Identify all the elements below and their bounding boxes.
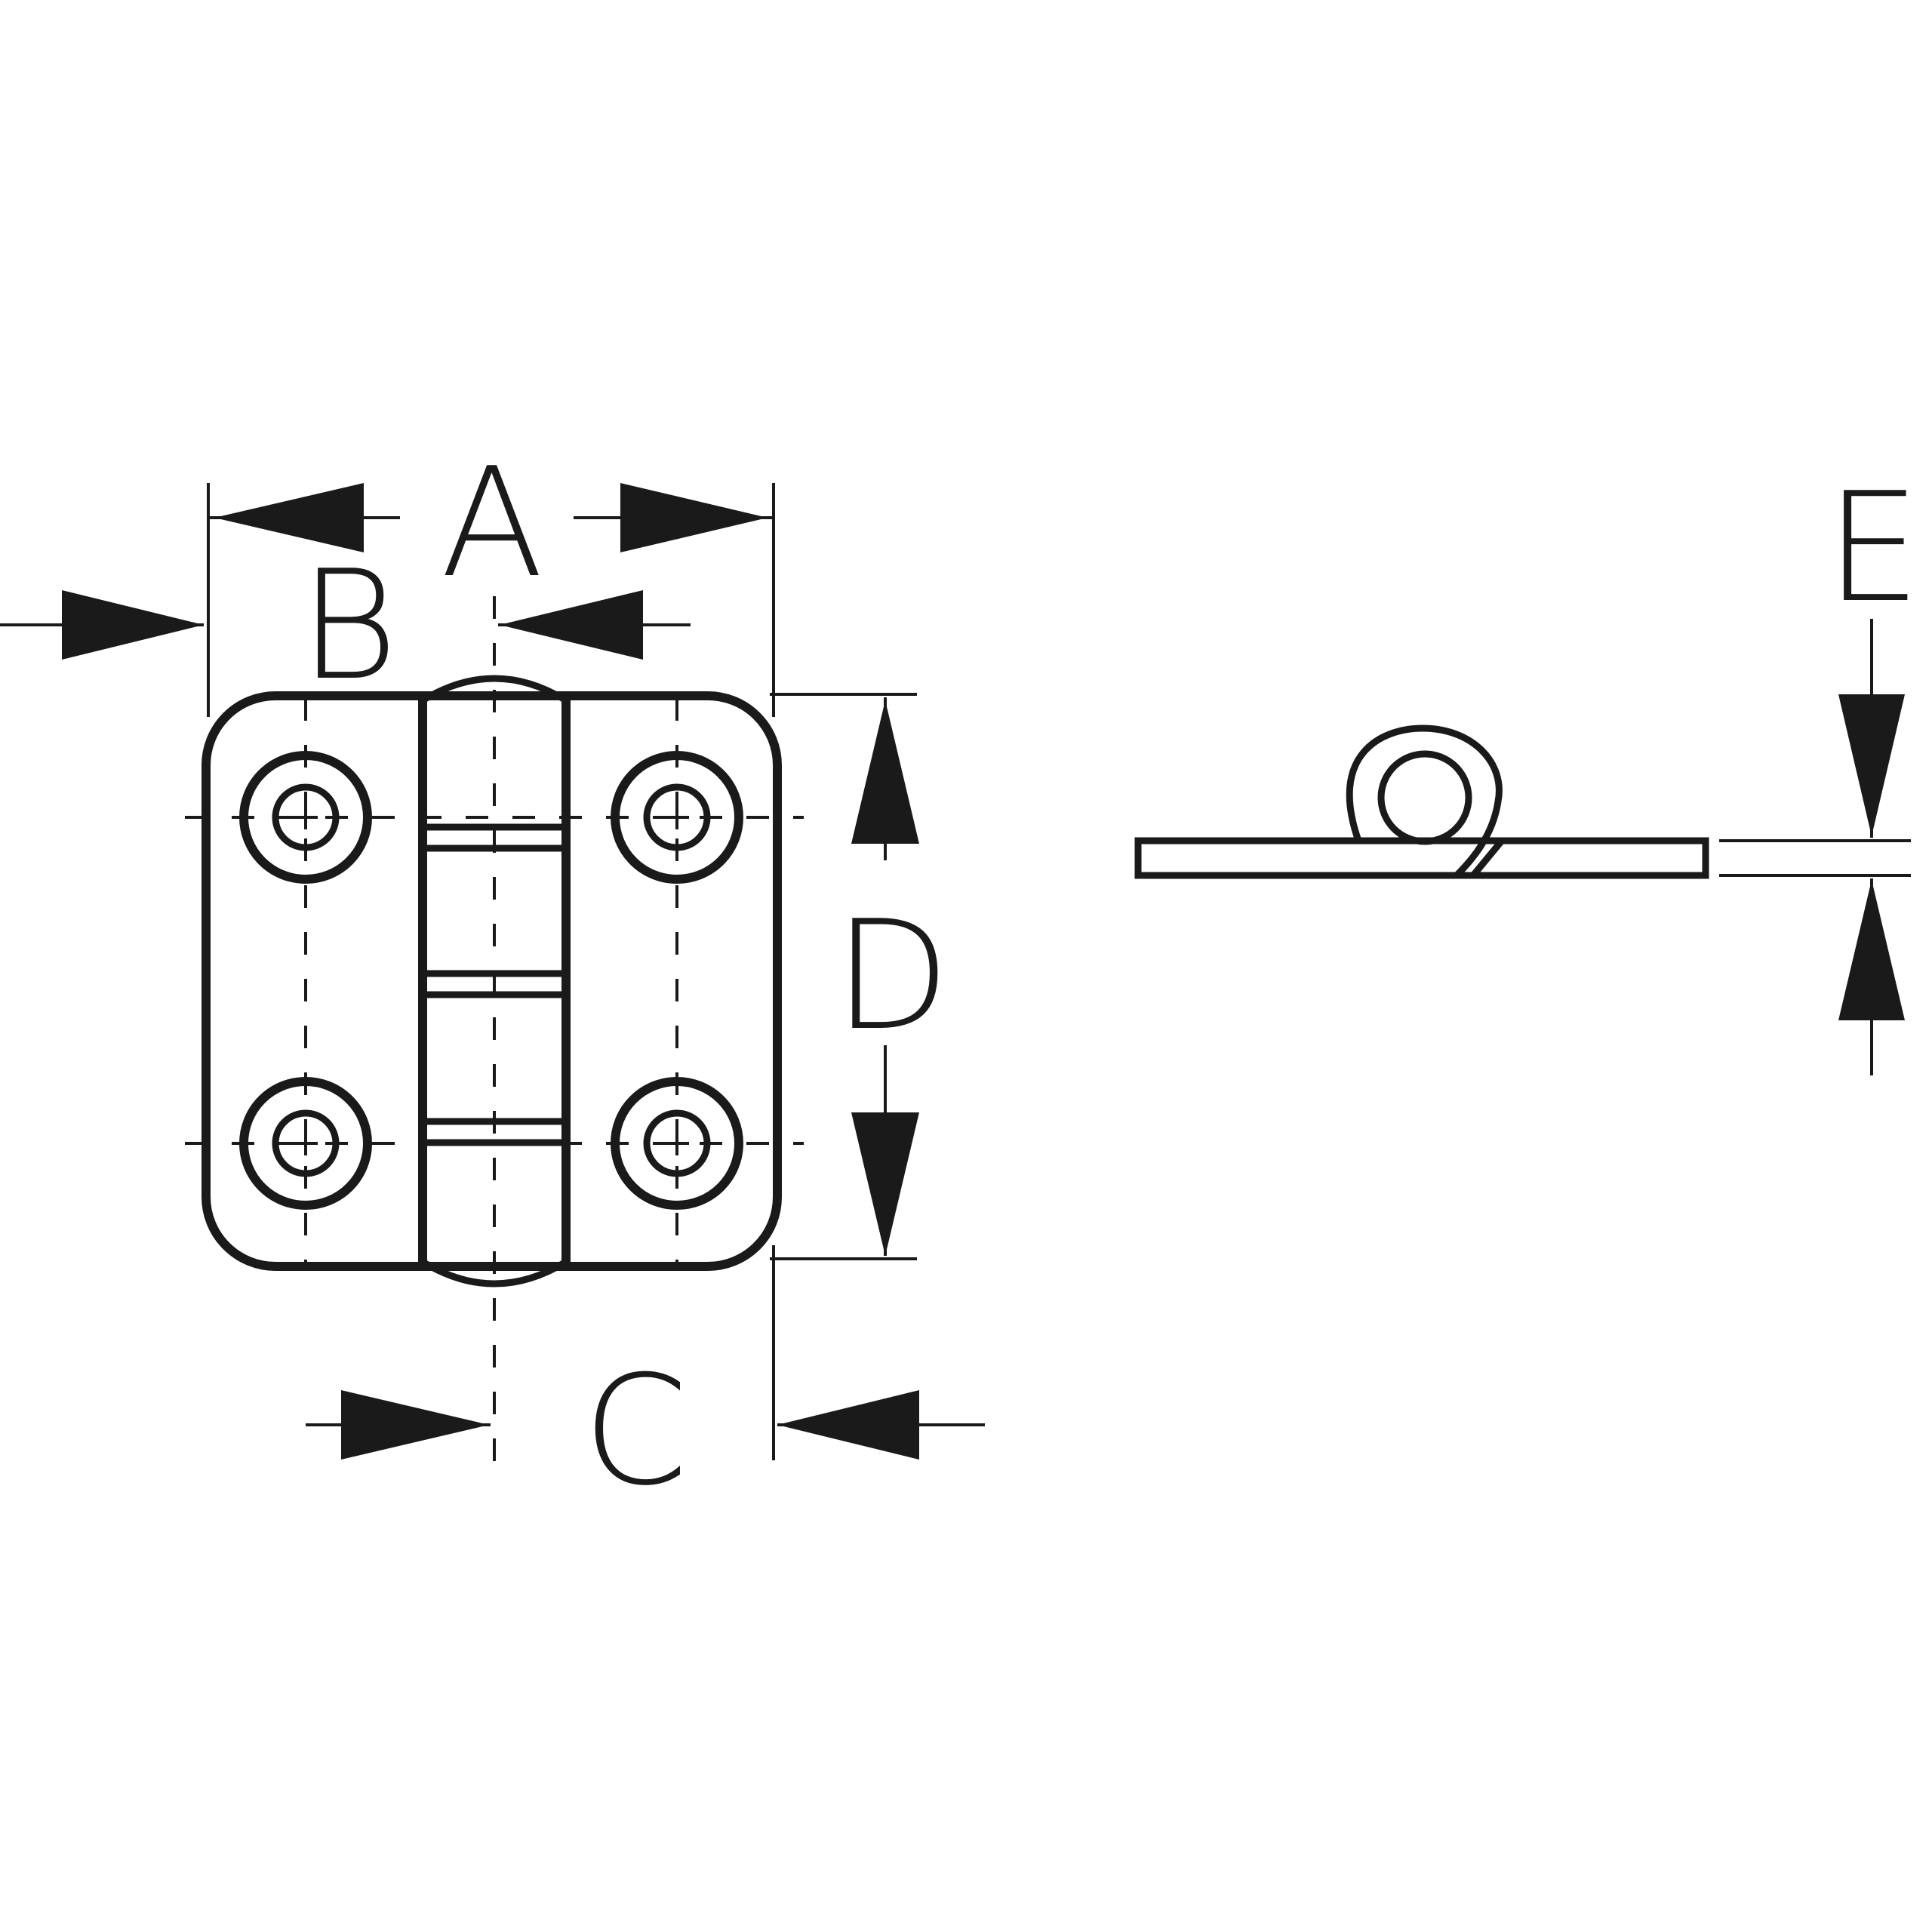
dimension-a: A <box>208 435 774 611</box>
arrow-left-icon <box>500 590 643 660</box>
hinge-side-view <box>1134 724 1709 879</box>
dimension-label-a: A <box>441 435 544 611</box>
arrow-right-icon <box>620 483 768 552</box>
arrow-left-icon <box>214 483 364 552</box>
phillips-screw-icon <box>294 1131 318 1155</box>
extension-lines <box>207 483 917 1460</box>
hinge-front-view <box>185 596 804 1472</box>
dimension-e: E <box>1719 460 1921 1075</box>
arrow-down-icon <box>1838 694 1905 836</box>
center-lines <box>185 596 804 1472</box>
arrow-up-icon <box>1838 880 1905 1020</box>
arrow-down-icon <box>851 1112 919 1256</box>
screw-hole-top-left <box>239 751 372 884</box>
side-view-knuckle-pin <box>1377 750 1472 845</box>
arrow-left-icon <box>777 1390 919 1460</box>
screw-hole-bottom-left <box>239 1077 372 1210</box>
dimension-label-d: D <box>834 888 950 1064</box>
dimension-d: D <box>834 697 950 1256</box>
phillips-screw-icon <box>294 805 318 829</box>
side-view-leaf <box>1134 837 1709 879</box>
dimension-label-b: B <box>300 538 398 714</box>
arrow-up-icon <box>851 700 919 844</box>
dimension-b: B <box>0 538 691 714</box>
knuckle-cap-top <box>420 675 568 703</box>
hinge-outline <box>202 691 782 1271</box>
arrow-right-icon <box>341 1390 489 1460</box>
dimension-label-e: E <box>1826 460 1921 636</box>
phillips-screw-icon <box>665 805 689 829</box>
screw-hole-top-right <box>611 751 743 884</box>
dimension-label-c: C <box>583 1343 688 1519</box>
screw-hole-bottom-right <box>611 1077 743 1210</box>
side-view-knuckle-roll <box>1346 724 1503 878</box>
arrow-right-icon <box>62 590 204 660</box>
dimension-c: C <box>306 1343 985 1519</box>
phillips-screw-icon <box>665 1131 689 1155</box>
knuckle-cap-bottom <box>420 1259 568 1287</box>
